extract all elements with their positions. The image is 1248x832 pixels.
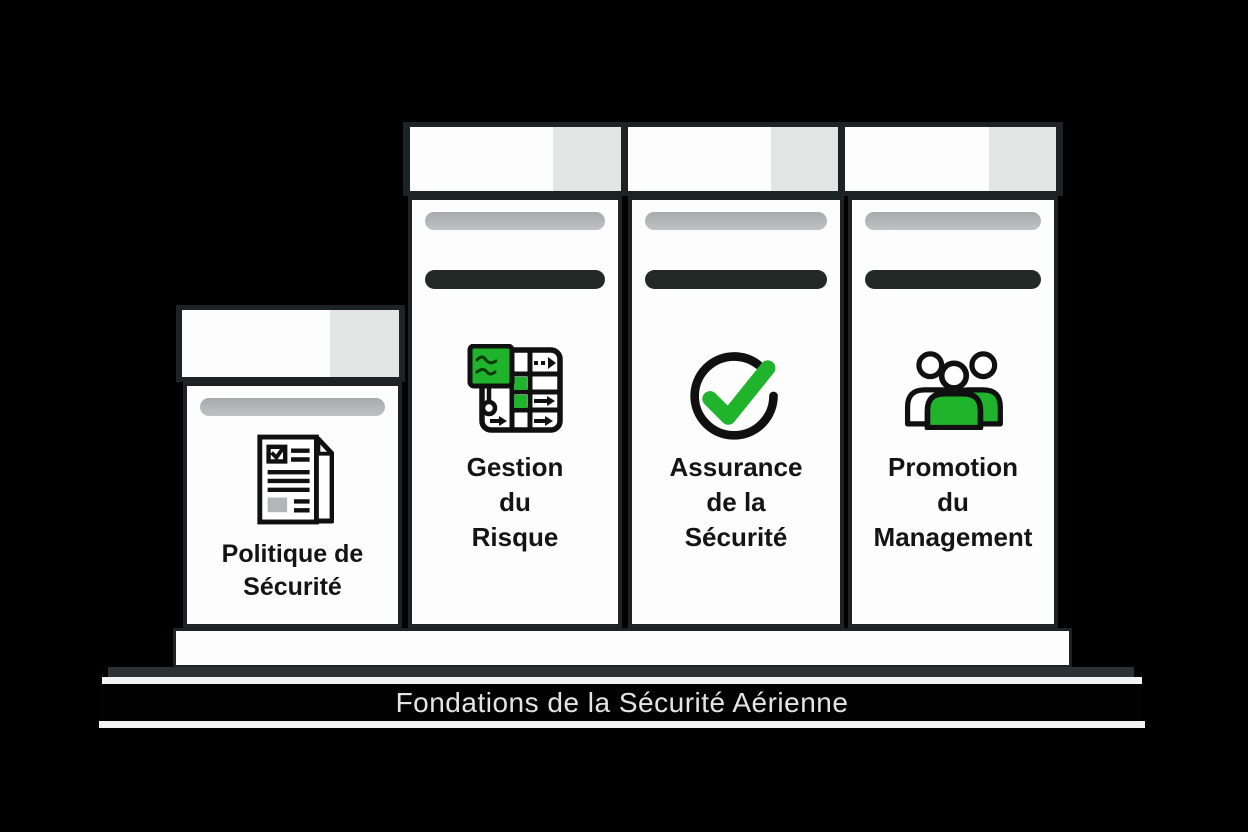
pillar-gestion-du-risque: Gestion du Risque (408, 196, 622, 628)
capital-politique (176, 305, 405, 382)
label-line: du (937, 487, 969, 517)
capital-shade (329, 310, 399, 377)
risk-matrix-icon (412, 344, 618, 436)
label-line: Management (873, 522, 1033, 552)
label-line: Sécurité (243, 573, 342, 601)
foundation-title: Fondations de la Sécurité Aérienne (395, 686, 849, 718)
capital-shade (553, 127, 621, 191)
policy-document-icon (187, 432, 398, 528)
capital-band (403, 122, 1063, 196)
foundation-cornice (108, 667, 1134, 677)
pillar-gray-bar (425, 212, 605, 230)
capital-promotion (845, 127, 1057, 191)
pillar-label: Gestion du Risque (412, 450, 618, 555)
pillar-politique-de-securite: Politique de Sécurité (183, 382, 402, 628)
label-line: Sécurité (684, 522, 788, 552)
capital-shade (770, 127, 839, 191)
label-line: Politique de (221, 540, 364, 568)
label-line: Promotion (888, 452, 1018, 482)
capital-shade (988, 127, 1057, 191)
check-circle-icon (632, 344, 840, 444)
pillar-dark-bar (645, 270, 827, 289)
capital-gestion (410, 127, 621, 191)
label-line: Gestion (466, 452, 564, 482)
pillar-dark-bar (425, 270, 605, 289)
foundation-stripe-bottom (99, 721, 1145, 728)
pillar-gray-bar (865, 212, 1041, 230)
pillar-label: Promotion du Management (852, 450, 1054, 555)
pillar-label: Assurance de la Sécurité (632, 450, 840, 555)
pillar-gray-bar (645, 212, 827, 230)
people-group-icon (852, 344, 1054, 430)
pillar-promotion-du-management: Promotion du Management (848, 196, 1058, 628)
capital-assurance (627, 127, 839, 191)
platform-step (173, 628, 1072, 668)
label-line: Risque (471, 522, 559, 552)
pillar-label: Politique de Sécurité (187, 538, 398, 604)
foundation-band: Fondations de la Sécurité Aérienne (102, 684, 1142, 721)
label-line: du (499, 487, 531, 517)
pillar-dark-bar (865, 270, 1041, 289)
label-line: Assurance (669, 452, 803, 482)
foundation-stripe-top (102, 677, 1142, 684)
pillar-gray-bar (200, 398, 385, 416)
label-line: de la (706, 487, 766, 517)
pillar-assurance-de-la-securite: Assurance de la Sécurité (628, 196, 844, 628)
